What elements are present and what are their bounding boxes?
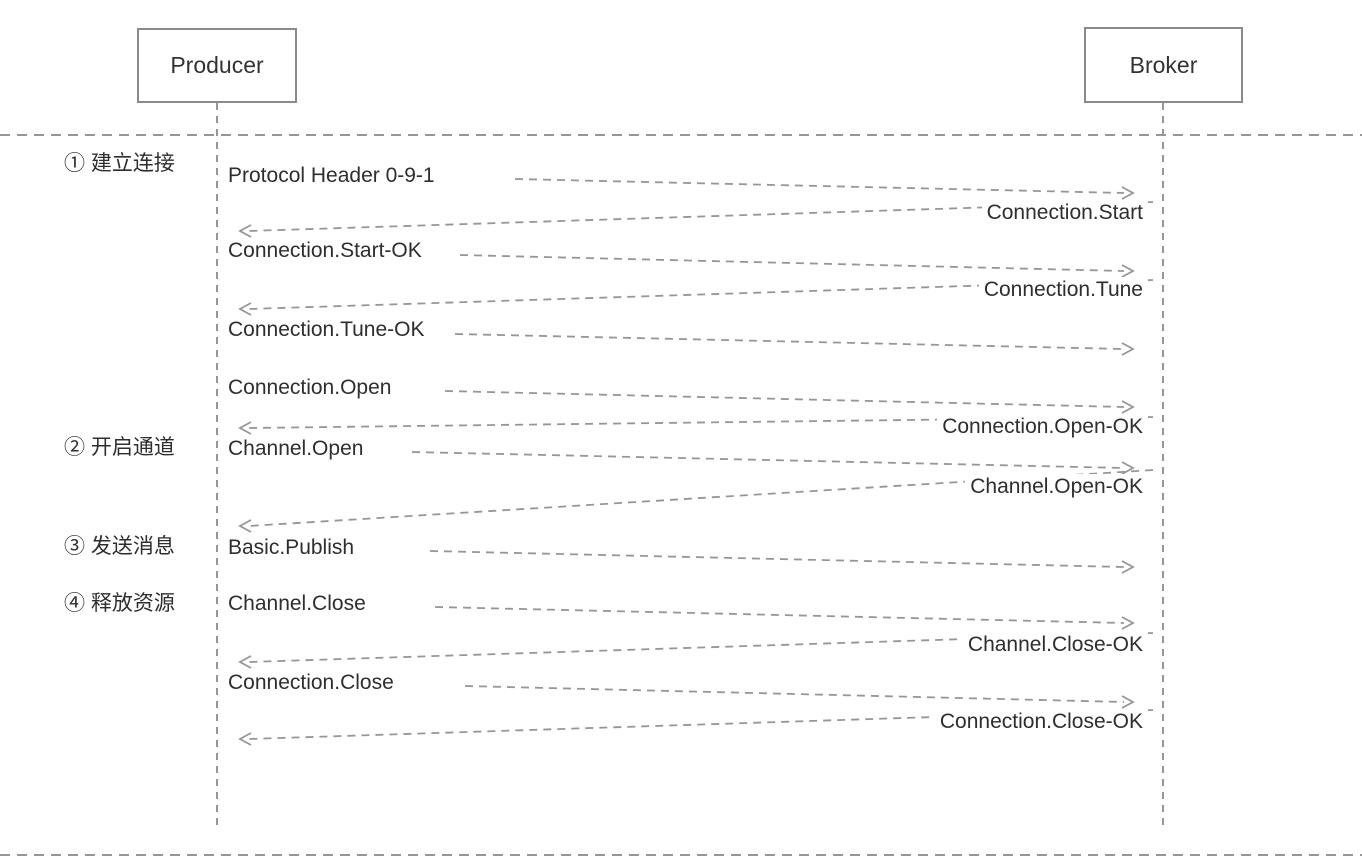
arrowhead-left-icon — [238, 302, 252, 316]
arrowhead-right-icon — [1121, 264, 1135, 278]
arrow-channel-close-ok — [248, 632, 1154, 663]
message-label-connection-open: Connection.Open — [228, 376, 392, 399]
arrow-connection-close — [464, 685, 1125, 703]
arrowhead-right-icon — [1121, 560, 1135, 574]
arrow-connection-tune-ok — [454, 333, 1125, 350]
message-label-connection-start-ok: Connection.Start-OK — [228, 239, 422, 262]
phase-label-send-message: ③ 发送消息 — [64, 535, 175, 558]
message-label-connection-tune-ok: Connection.Tune-OK — [228, 318, 425, 341]
arrowhead-right-icon — [1121, 695, 1135, 709]
message-label-connection-start: Connection.Start — [981, 200, 1148, 226]
arrowhead-right-icon — [1121, 186, 1135, 200]
arrow-channel-close — [434, 606, 1125, 624]
arrow-connection-close-ok — [248, 709, 1154, 740]
message-label-channel-close: Channel.Close — [228, 592, 366, 615]
actor-label-producer: Producer — [170, 52, 264, 78]
arrow-channel-open-ok — [248, 469, 1154, 527]
arrowhead-right-icon — [1121, 461, 1135, 475]
arrow-channel-open — [411, 451, 1125, 469]
message-label-connection-open-ok: Connection.Open-OK — [937, 414, 1148, 440]
arrow-connection-open — [444, 390, 1125, 408]
arrow-basic-publish — [429, 550, 1125, 568]
message-label-connection-close-ok: Connection.Close-OK — [934, 709, 1148, 735]
arrowhead-left-icon — [238, 224, 252, 238]
message-label-connection-tune: Connection.Tune — [978, 277, 1148, 303]
message-label-basic-publish: Basic.Publish — [228, 536, 355, 559]
actor-label-broker: Broker — [1129, 51, 1198, 78]
arrowhead-right-icon — [1121, 616, 1135, 630]
arrowhead-left-icon — [238, 732, 252, 746]
arrow-protocol-header — [514, 178, 1125, 194]
arrowhead-right-icon — [1121, 342, 1135, 356]
arrow-connection-start-ok — [459, 254, 1125, 272]
arrow-connection-start — [248, 201, 1154, 232]
arrowhead-left-icon — [238, 655, 252, 669]
message-label-connection-close: Connection.Close — [228, 671, 394, 694]
arrow-connection-tune — [248, 279, 1154, 310]
phase-label-release-resources: ④ 释放资源 — [64, 592, 175, 615]
arrowhead-right-icon — [1121, 400, 1135, 414]
phase-label-open-channel: ② 开启通道 — [64, 436, 175, 459]
phase-label-establish-connection: ① 建立连接 — [64, 152, 175, 175]
message-label-channel-open-ok: Channel.Open-OK — [965, 474, 1148, 500]
actor-box-producer: Producer — [137, 28, 297, 103]
message-label-channel-close-ok: Channel.Close-OK — [962, 632, 1148, 658]
arrowhead-left-icon — [238, 519, 252, 533]
message-label-protocol-header: Protocol Header 0-9-1 — [228, 164, 435, 187]
actor-box-broker: Broker — [1084, 27, 1243, 103]
arrow-connection-open-ok — [248, 416, 1154, 429]
message-label-channel-open: Channel.Open — [228, 437, 364, 460]
arrowhead-left-icon — [238, 421, 252, 435]
